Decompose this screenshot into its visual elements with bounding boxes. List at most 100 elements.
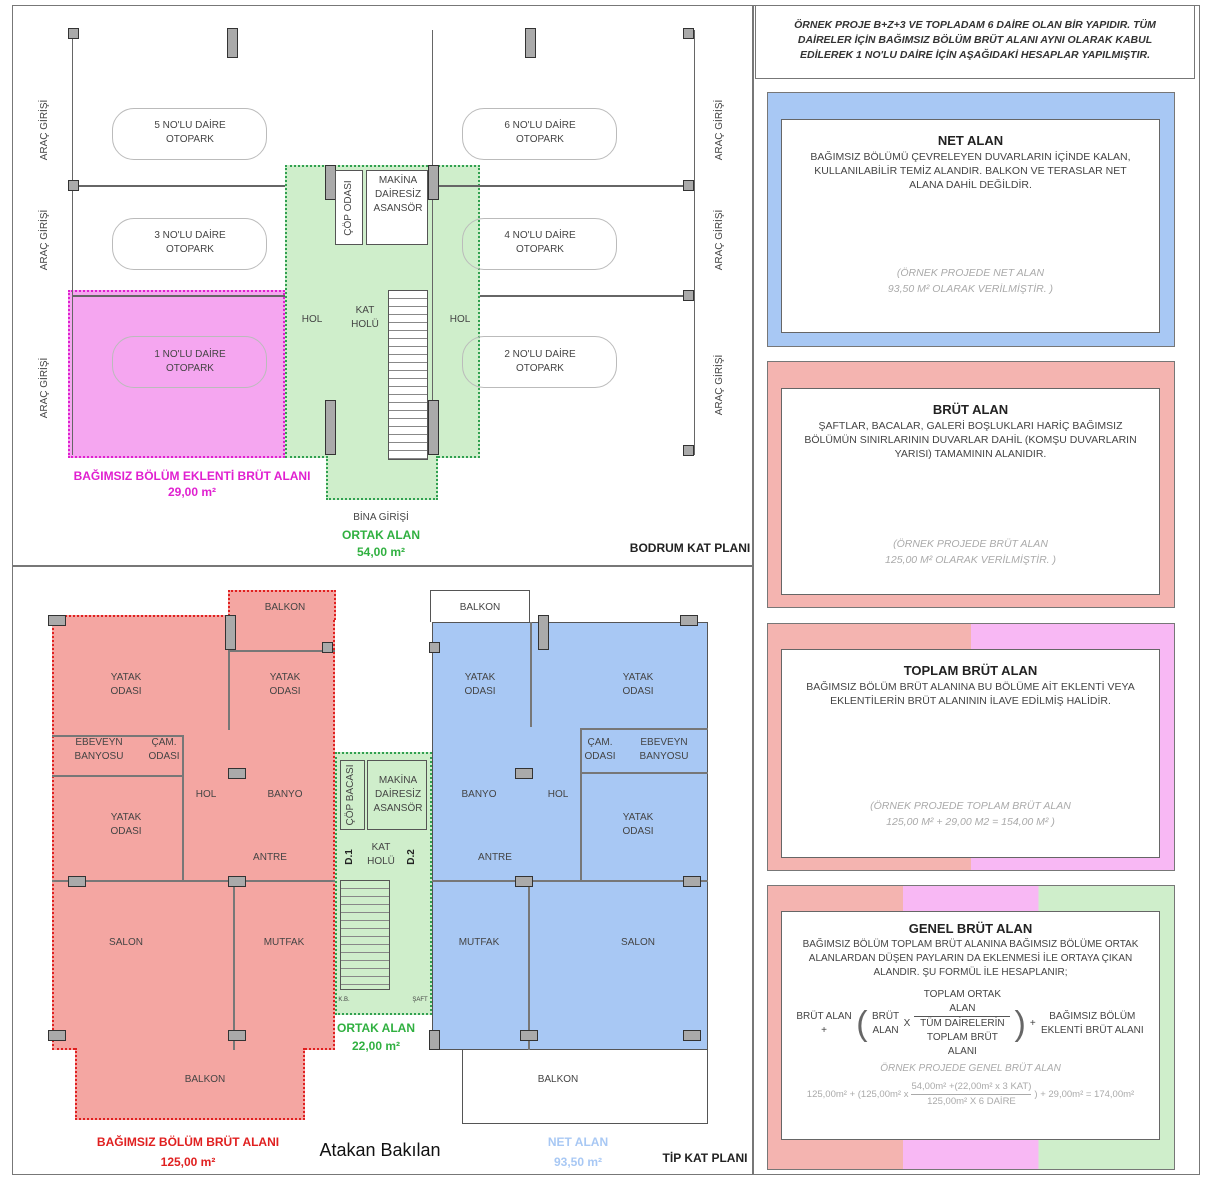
column-icon bbox=[225, 615, 236, 650]
net-area-fill bbox=[432, 622, 708, 1050]
formula-plus: + bbox=[1029, 1017, 1036, 1029]
formula-denominator: TÜM DAİRELERİN TOPLAM BRÜT ALANI bbox=[920, 1018, 1005, 1057]
shaft-label: ŞAFT bbox=[412, 997, 428, 1003]
common-label-basement: ORTAK ALAN bbox=[342, 528, 420, 542]
formula: BRÜT ALAN + ( BRÜT ALAN X TOPLAM ORTAK A… bbox=[796, 988, 1144, 1057]
genel-example-title: ÖRNEK PROJEDE GENEL BRÜT ALAN bbox=[880, 1063, 1061, 1074]
common-label-typical: ORTAK ALAN bbox=[337, 1021, 415, 1035]
bay-line bbox=[432, 185, 695, 187]
column-icon bbox=[429, 1030, 440, 1050]
example-a: 125,00m² + (125,00m² x bbox=[806, 1088, 909, 1100]
column-icon bbox=[227, 28, 238, 58]
genel-text: BAĞIMSIZ BÖLÜM TOPLAM BRÜT ALANINA BAĞIM… bbox=[802, 939, 1139, 978]
hall-label: HOL bbox=[301, 314, 323, 325]
parking-3: 3 NO'LU DAİRE OTOPARK bbox=[154, 230, 226, 255]
car-entry-label: ARAÇ GİRİŞİ bbox=[714, 209, 725, 271]
example-numerator: 54,00m² +(22,00m² x 3 KAT) bbox=[911, 1080, 1032, 1095]
bathroom-label: BANYO bbox=[461, 789, 497, 800]
net-label: NET ALAN bbox=[547, 1135, 609, 1149]
gross-balcony-top bbox=[228, 590, 336, 620]
divider-horizontal bbox=[12, 565, 753, 567]
gross-label: BAĞIMSIZ BÖLÜM BRÜT ALANI bbox=[96, 1135, 280, 1149]
parking-grid-right bbox=[432, 30, 695, 455]
stairs-icon bbox=[388, 290, 428, 460]
column-icon bbox=[683, 180, 694, 191]
column-icon bbox=[683, 445, 694, 456]
brut-note-1: (ÖRNEK PROJEDE BRÜT ALAN bbox=[893, 538, 1048, 550]
parking-2: 2 NO'LU DAİRE OTOPARK bbox=[504, 349, 576, 374]
bedroom-label: YATAK ODASI bbox=[464, 672, 496, 697]
net-text: BAĞIMSIZ BÖLÜMÜ ÇEVRELEYEN DUVARLARIN İÇ… bbox=[810, 151, 1131, 191]
bedroom-label: YATAK ODASI bbox=[110, 672, 142, 697]
floor-hall-label: KAT HOLÜ bbox=[351, 305, 379, 330]
wall bbox=[228, 650, 335, 652]
column-icon bbox=[525, 28, 536, 58]
formula-brut-alan: BRÜT ALAN + bbox=[796, 1010, 852, 1036]
column-icon bbox=[68, 28, 79, 39]
car-icon bbox=[462, 218, 617, 270]
balcony-label: BALKON bbox=[537, 1074, 579, 1085]
machine-room-label: MAKİNA DAİRESİZ ASANSÖR bbox=[373, 175, 423, 214]
kb-label: K.B. bbox=[338, 997, 350, 1003]
header-box: ÖRNEK PROJE B+Z+3 VE TOPLADAM 6 DAİRE OL… bbox=[755, 5, 1195, 79]
ensuite-label: EBEVEYN BANYOSU bbox=[74, 737, 124, 762]
example-denominator: 125,00m² X 6 DAİRE bbox=[927, 1096, 1016, 1107]
bay-line bbox=[480, 295, 695, 297]
genel-panel-content: GENEL BRÜT ALAN BAĞIMSIZ BÖLÜM TOPLAM BR… bbox=[781, 911, 1160, 1140]
entry-label: ANTRE bbox=[478, 852, 512, 863]
garbage-room bbox=[335, 170, 363, 245]
car-entry-label: ARAÇ GİRİŞİ bbox=[39, 99, 50, 161]
car-entry-label: ARAÇ GİRİŞİ bbox=[39, 357, 50, 419]
brut-text: ŞAFTLAR, BACALAR, GALERİ BOŞLUKLARI HARİ… bbox=[804, 420, 1137, 460]
garbage-room-label: ÇÖP ODASI bbox=[343, 180, 354, 236]
annex-label: BAĞIMSIZ BÖLÜM EKLENTİ BRÜT ALANI bbox=[73, 469, 311, 483]
balcony-label: BALKON bbox=[264, 602, 306, 613]
hall-label: HOL bbox=[449, 314, 471, 325]
garbage-chute-label: ÇÖP BACASI bbox=[345, 764, 356, 826]
wall bbox=[52, 735, 182, 737]
bedroom-label: YATAK ODASI bbox=[622, 812, 654, 837]
car-icon bbox=[462, 108, 617, 160]
column-icon bbox=[428, 165, 439, 200]
toplam-panel-content: TOPLAM BRÜT ALAN BAĞIMSIZ BÖLÜM BRÜT ALA… bbox=[781, 649, 1160, 858]
net-note-2: 93,50 M² OLARAK VERİLMİŞTİR. ) bbox=[887, 283, 1054, 295]
common-area-typical: 22,00 m² bbox=[351, 1039, 401, 1053]
laundry-label: ÇAM. ODASI bbox=[148, 737, 180, 762]
column-icon bbox=[429, 642, 440, 653]
formula-numerator: TOPLAM ORTAK ALAN bbox=[914, 988, 1011, 1017]
bathroom-label: BANYO bbox=[267, 789, 303, 800]
net-area: 93,50 m² bbox=[553, 1155, 603, 1169]
hall-label: HOL bbox=[195, 789, 217, 800]
column-icon bbox=[228, 768, 246, 779]
wall bbox=[580, 772, 708, 774]
annex-area: 29,00 m² bbox=[167, 485, 217, 499]
machine-room-label: MAKİNA DAİRESİZ ASANSÖR bbox=[373, 775, 423, 814]
column-icon bbox=[48, 1030, 66, 1041]
typical-plan-title: TİP KAT PLANI bbox=[662, 1151, 748, 1165]
floor-hall-label: KAT HOLÜ bbox=[367, 842, 395, 867]
formula-eklenti: BAĞIMSIZ BÖLÜM EKLENTİ BRÜT ALANI bbox=[1041, 1010, 1144, 1036]
parking-1: 1 NO'LU DAİRE OTOPARK bbox=[154, 349, 226, 374]
wall bbox=[528, 880, 530, 1050]
brut-note-2: 125,00 M² OLARAK VERİLMİŞTİR. ) bbox=[885, 554, 1056, 566]
column-icon bbox=[325, 400, 336, 455]
balcony-label: BALKON bbox=[184, 1074, 226, 1085]
divider-vertical bbox=[752, 5, 754, 1175]
car-icon bbox=[112, 218, 267, 270]
bedroom-label: YATAK ODASI bbox=[110, 812, 142, 837]
parking-6: 6 NO'LU DAİRE OTOPARK bbox=[504, 120, 576, 145]
toplam-note-2: 125,00 M² + 29,00 M2 = 154,00 M² ) bbox=[886, 816, 1055, 828]
header-text: ÖRNEK PROJE B+Z+3 VE TOPLADAM 6 DAİRE OL… bbox=[794, 19, 1156, 61]
column-icon bbox=[515, 876, 533, 887]
living-room-label: SALON bbox=[621, 937, 655, 948]
garbage-chute bbox=[340, 760, 365, 830]
net-panel-content: NET ALAN BAĞIMSIZ BÖLÜMÜ ÇEVRELEYEN DUVA… bbox=[781, 119, 1160, 333]
entry-label: ANTRE bbox=[253, 852, 287, 863]
column-icon bbox=[428, 400, 439, 455]
column-icon bbox=[228, 1030, 246, 1041]
column-icon bbox=[680, 615, 698, 626]
wall bbox=[580, 728, 708, 730]
column-icon bbox=[515, 768, 533, 779]
bedroom-label: YATAK ODASI bbox=[622, 672, 654, 697]
column-icon bbox=[683, 1030, 701, 1041]
